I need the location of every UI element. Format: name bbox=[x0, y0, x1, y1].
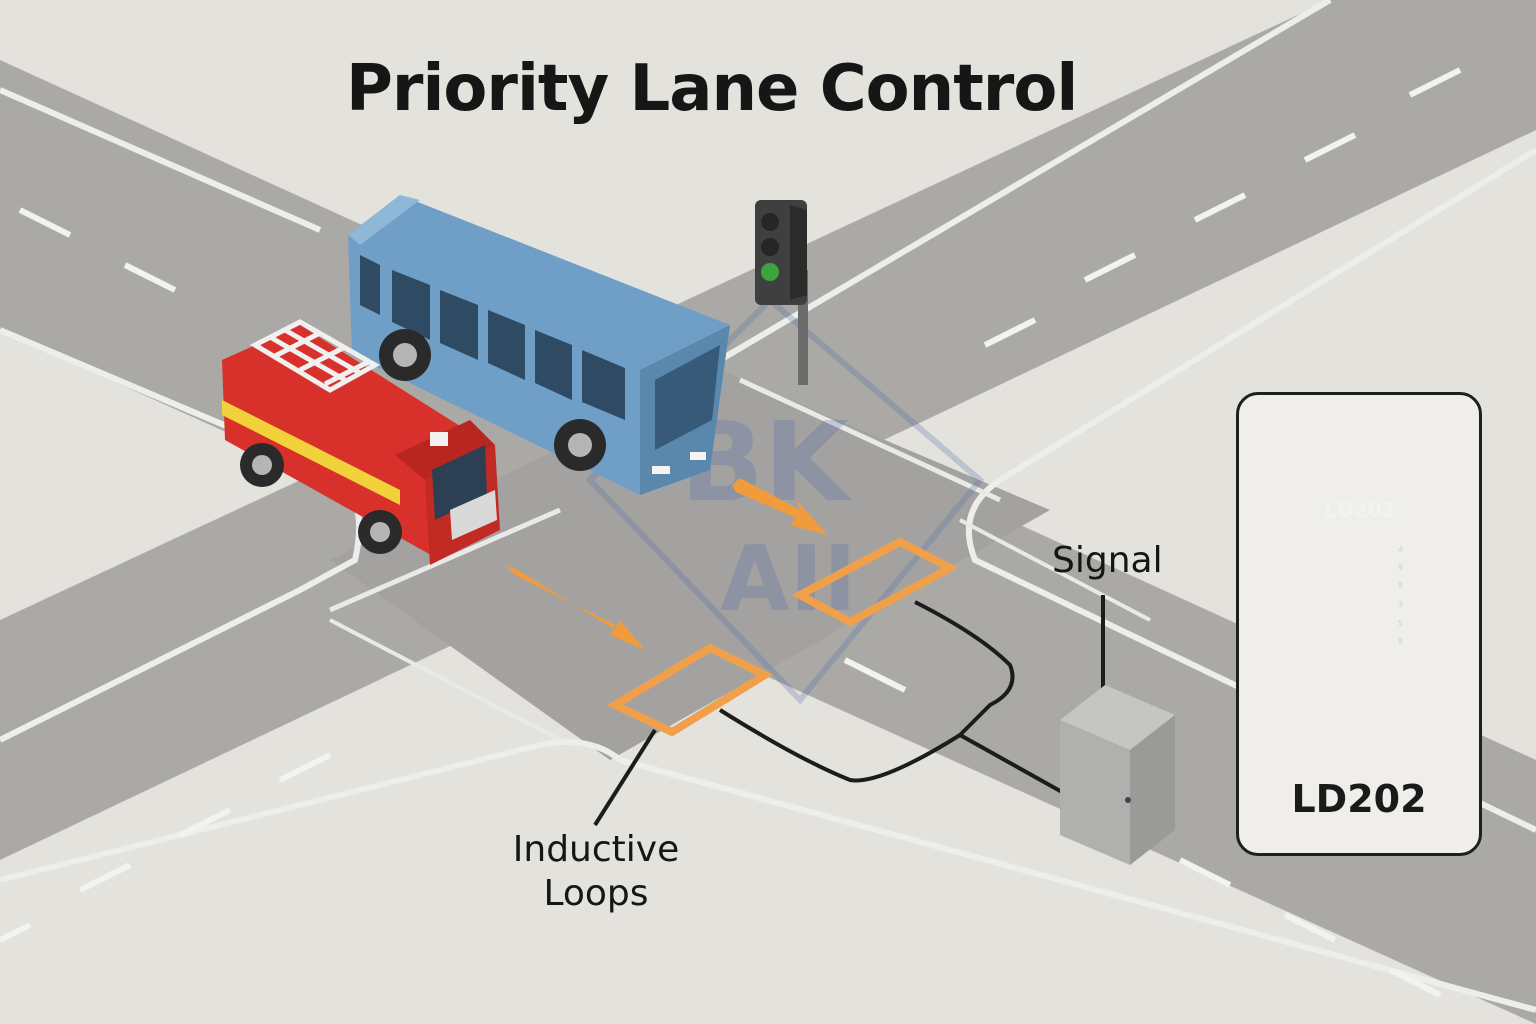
channel-mark: 9 bbox=[1398, 563, 1403, 572]
inductive-loops bbox=[606, 537, 959, 737]
inductive-loops-label-line2: Loops bbox=[543, 873, 649, 914]
signal-cabinet-icon bbox=[1060, 685, 1175, 865]
loop-2 bbox=[791, 537, 959, 627]
signal-label: Signal bbox=[1052, 540, 1163, 581]
ladder-icon bbox=[249, 319, 381, 393]
direction-arrows bbox=[505, 478, 828, 650]
loop-1 bbox=[606, 643, 774, 737]
channel-mark: 3 bbox=[1398, 600, 1403, 609]
traffic-light-icon bbox=[755, 200, 808, 385]
ld202-panel: LD202 bbox=[1236, 392, 1482, 856]
diagram-title: Priority Lane Control bbox=[346, 52, 1078, 126]
inductive-loops-label: Inductive Loops bbox=[496, 828, 696, 916]
channel-mark: 5 bbox=[1398, 619, 1403, 628]
fire-truck-icon bbox=[222, 319, 500, 565]
channel-mark: 0 bbox=[1398, 581, 1403, 590]
ld202-device-label: LD202 bbox=[1324, 498, 1396, 522]
loop-cables bbox=[593, 595, 1105, 827]
bus-icon bbox=[348, 195, 730, 495]
channel-mark: 0 bbox=[1398, 637, 1403, 646]
inductive-loops-label-line1: Inductive bbox=[512, 829, 680, 870]
ld202-caption: LD202 bbox=[1291, 777, 1427, 821]
channel-mark: 4 bbox=[1398, 545, 1403, 554]
